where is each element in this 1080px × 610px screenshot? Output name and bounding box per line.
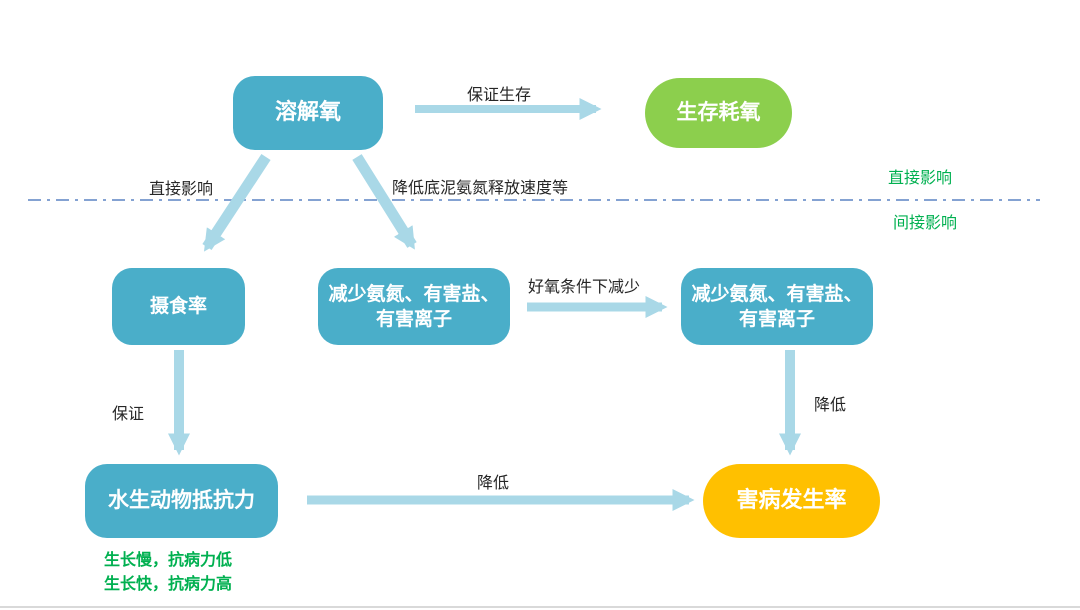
edge-label-aerobic-reduce: 好氧条件下减少 xyxy=(528,277,641,296)
node-dissolved-oxygen: 溶解氧 xyxy=(233,76,383,150)
edge-label-reduce-sediment: 降低底泥氨氮释放速度等 xyxy=(392,178,569,197)
edge-label-reduce-bottom: 降低 xyxy=(477,473,510,492)
node-disease-rate: 害病发生率 xyxy=(703,464,880,538)
node-reduce-ammonia-right: 减少氨氮、有害盐、有害离子 xyxy=(681,268,873,345)
edge-label-reduce-right: 降低 xyxy=(814,395,847,414)
node-survival-oxygen: 生存耗氧 xyxy=(645,78,792,148)
arrow-reduce-sediment xyxy=(352,154,417,250)
node-reduce-ammonia-left: 减少氨氮、有害盐、有害离子 xyxy=(318,268,510,345)
note-slow-growth: 生长慢，抗病力低 xyxy=(104,550,233,569)
slide-bottom-edge xyxy=(0,606,1080,608)
legend-indirect-effect: 间接影响 xyxy=(893,213,958,232)
node-aquatic-resistance: 水生动物抵抗力 xyxy=(85,464,278,538)
note-fast-growth: 生长快，抗病力高 xyxy=(104,574,233,593)
arrow-direct-effect xyxy=(202,153,271,252)
node-feeding-rate: 摄食率 xyxy=(112,268,245,345)
edge-label-ensure: 保证 xyxy=(112,404,145,423)
edge-label-direct-effect: 直接影响 xyxy=(149,179,214,198)
legend-direct-effect: 直接影响 xyxy=(888,168,953,187)
edge-label-ensure-survival: 保证生存 xyxy=(467,85,532,104)
